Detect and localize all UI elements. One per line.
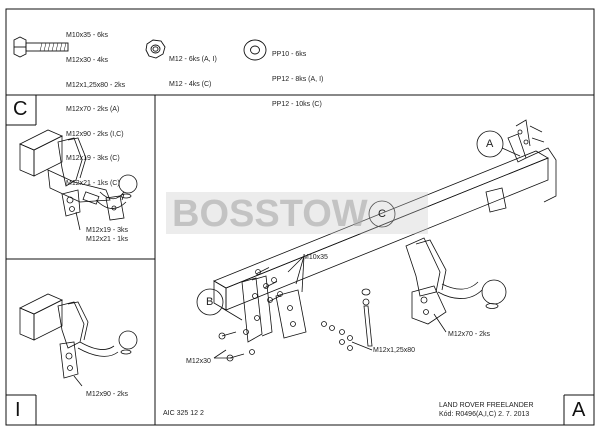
bolt-item: M12x21 - 1ks (C) [66, 180, 120, 188]
nut-icon [145, 39, 166, 59]
bolt-item: M12x19 - 3ks (C) [66, 155, 120, 163]
washer-item: PP10 - 6ks [272, 51, 307, 59]
label-m12x70: M12x70 - 2ks [448, 331, 491, 338]
variant-c-label: M12x21 - 1ks [86, 236, 129, 243]
variant-i-label: M12x90 - 2ks [86, 391, 129, 398]
footer-kod: Kód: R0496(A,I,C) 2. 7. 2013 [439, 411, 530, 418]
nut-item: M12 - 4ks (C) [169, 81, 212, 89]
towball-i-drawing [19, 293, 138, 387]
washer-item: PP12 - 10ks (C) [272, 100, 322, 108]
footer-code: AIC 325 12 2 [163, 410, 204, 417]
bolt-list: M10x35 - 6ks M12x30 - 4ks M12x1,25x80 - … [66, 16, 125, 196]
panel-letter-i: I [15, 399, 21, 421]
bolt-item: M10x35 - 6ks [66, 32, 109, 40]
bolt-item: M12x90 - 2ks (I,C) [66, 130, 124, 138]
label-m12x30: M12x30 [186, 358, 211, 365]
panel-letter-a: A [572, 399, 586, 421]
panel-letter-c: C [13, 98, 28, 120]
bolt-icon [13, 36, 69, 58]
bolt-item: M12x1,25x80 - 2ks [66, 81, 126, 89]
label-m10x35: M10x35 [303, 254, 328, 261]
nut-item: M12 - 6ks (A, I) [169, 56, 217, 64]
washer-list: PP10 - 6ks PP12 - 8ks (A, I) PP12 - 10ks… [272, 35, 323, 117]
label-m12x125x80: M12x1,25x80 [373, 347, 416, 354]
washer-item: PP12 - 8ks (A, I) [272, 76, 324, 84]
watermark-text: BOSSTOW [172, 193, 368, 235]
nut-list: M12 - 6ks (A, I) M12 - 4ks (C) [169, 40, 217, 97]
bosstow-watermark: BOSSTOW [166, 192, 428, 235]
washer-icon [243, 39, 267, 61]
bolt-item: M12x70 - 2ks (A) [66, 106, 120, 114]
main-assembly-drawing [196, 119, 557, 362]
callout-c: C [378, 208, 386, 220]
towball-c-drawing [19, 129, 138, 231]
callout-b: B [206, 296, 214, 308]
callout-a: A [486, 138, 494, 150]
variant-c-label: M12x19 - 3ks [86, 227, 129, 234]
bolt-item: M12x30 - 4ks [66, 57, 109, 65]
footer-vehicle: LAND ROVER FREELANDER [439, 402, 534, 409]
